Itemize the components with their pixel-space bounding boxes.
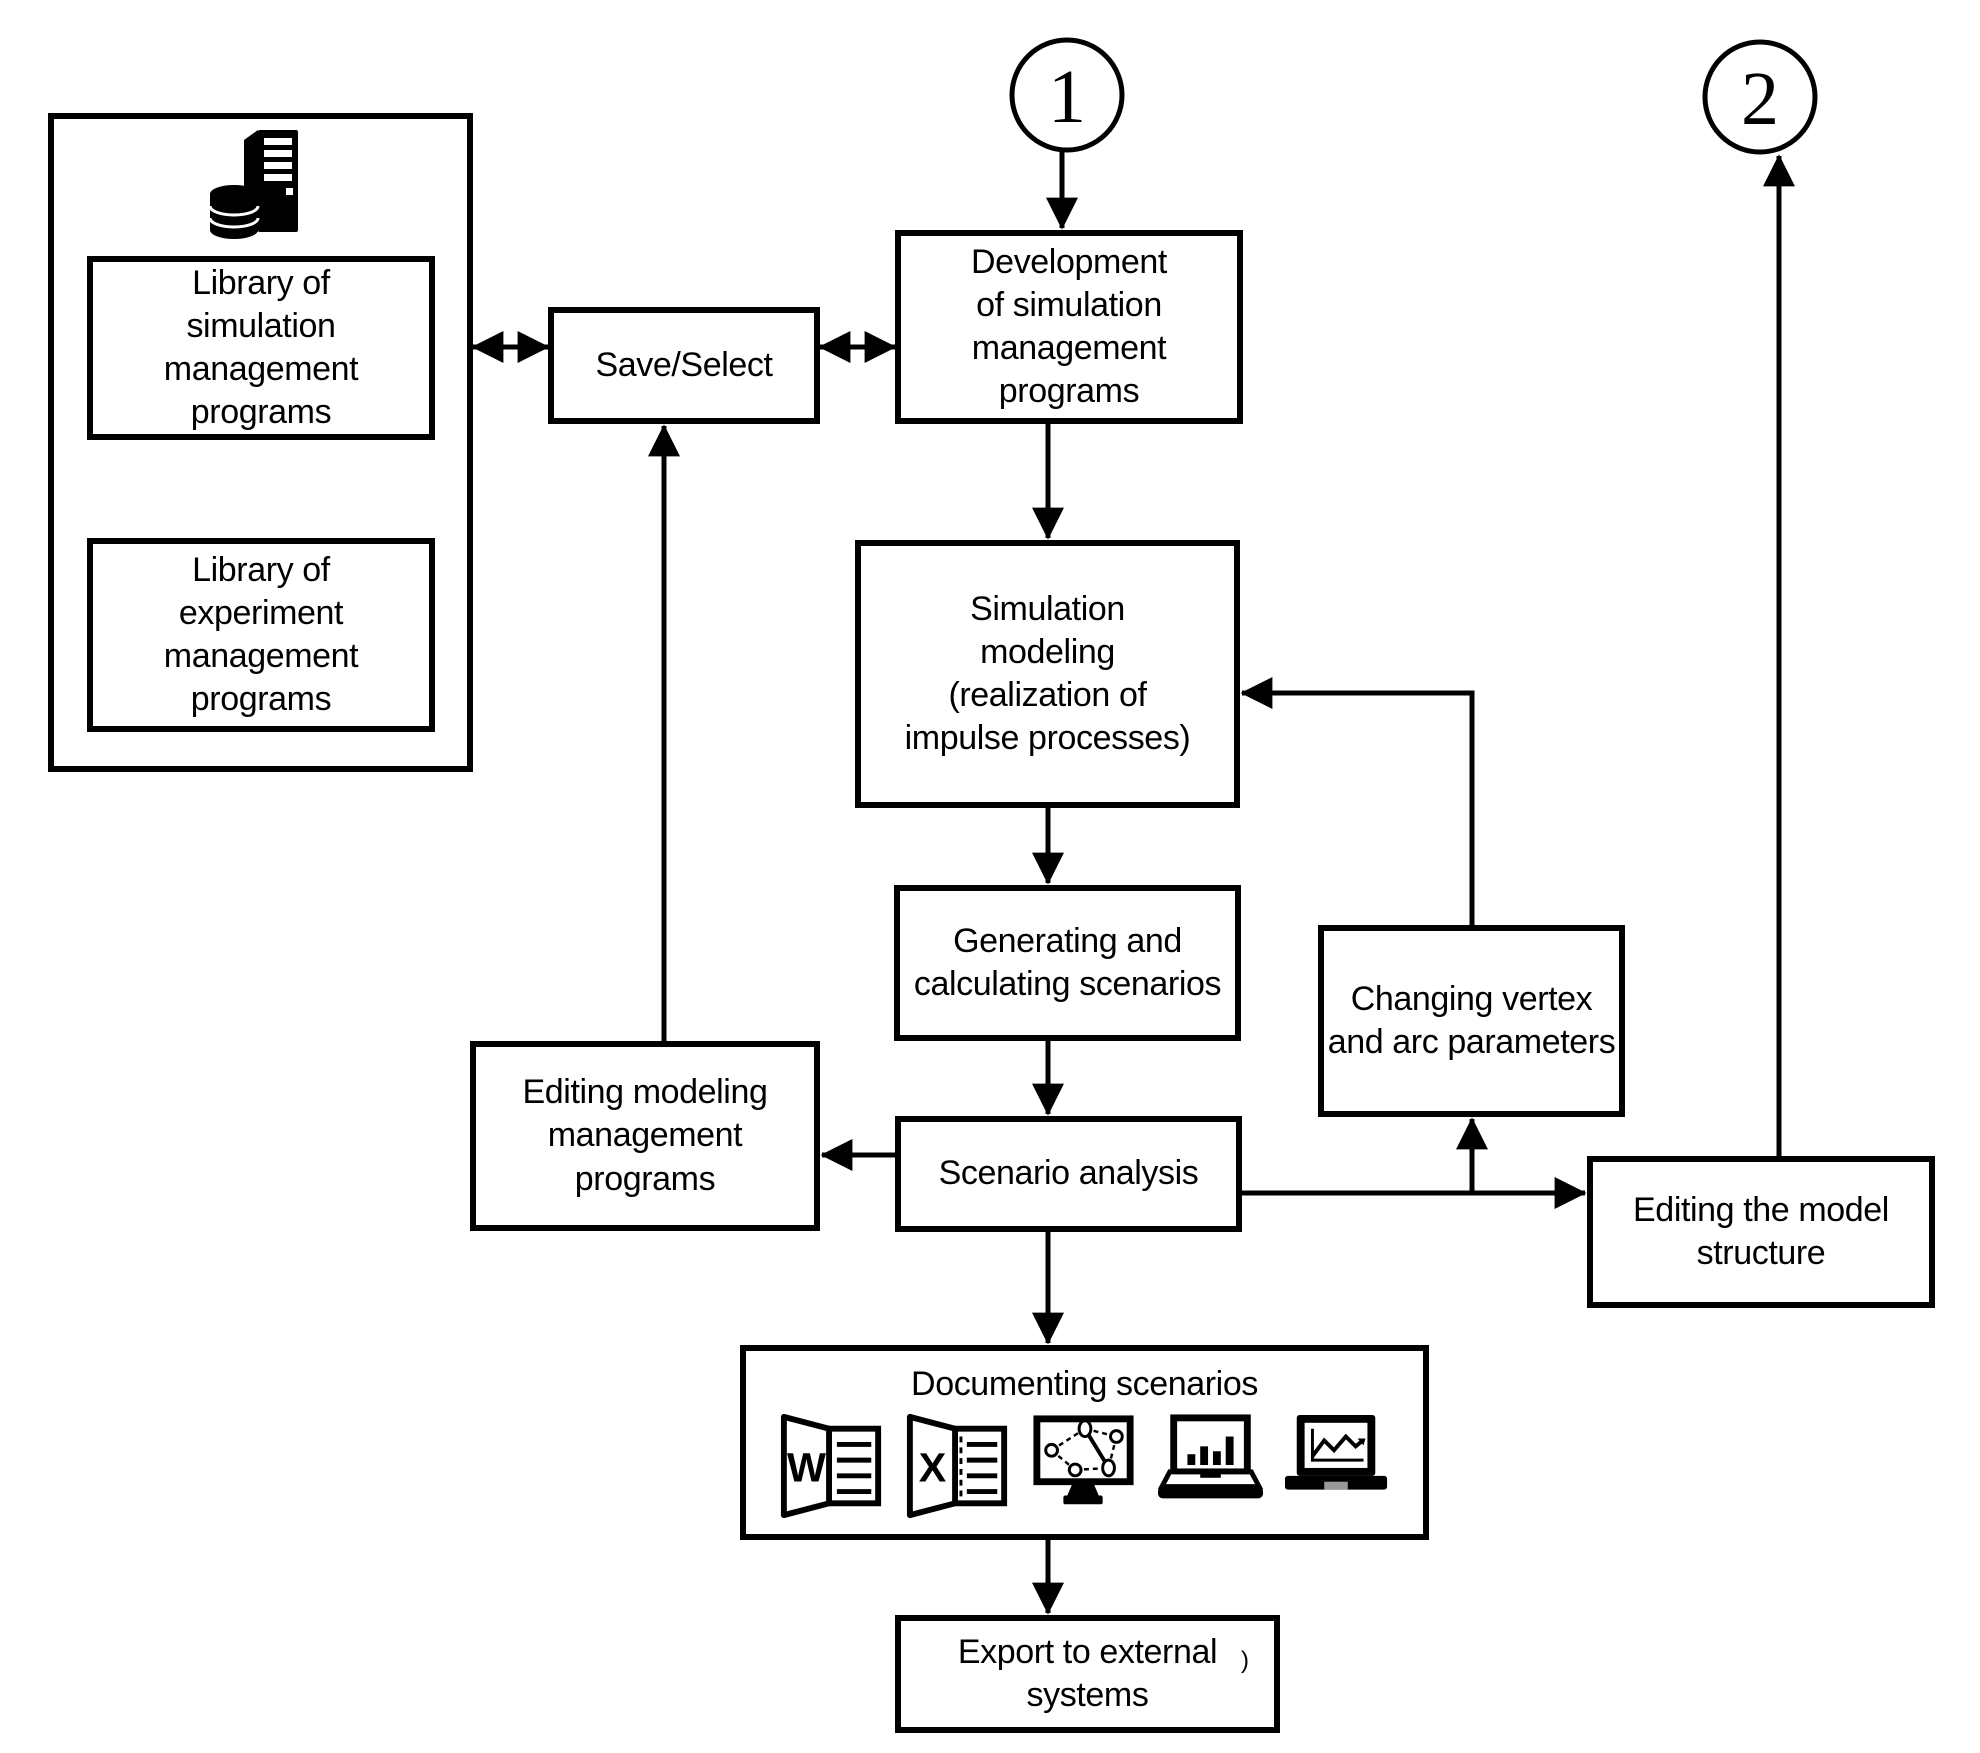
generating-scenarios-label: Generating and calculating scenarios [913,921,1222,1003]
export-label: Export to external systems [957,1632,1218,1714]
connector-circle-1-label: 1 [1048,55,1086,139]
export-box: Export to external systems ) [895,1615,1280,1733]
library-experiment-box: Library of experiment management program… [87,538,435,732]
connector-circle-1 [1009,37,1125,153]
generating-scenarios-box: Generating and calculating scenarios [894,885,1241,1041]
svg-text:W: W [787,1445,826,1491]
editing-structure-label: Editing the model structure [1633,1190,1889,1272]
save-select-box: Save/Select [548,307,820,424]
arrow-changingvertex-simulation [1240,676,1475,925]
documenting-scenarios-label: Documenting scenarios [911,1365,1258,1403]
connector-circle-2 [1702,39,1818,155]
network-diagram-monitor-icon [1033,1415,1135,1505]
editing-modeling-box: Editing modeling management programs [470,1041,820,1231]
development-label: Development of simulation management pro… [971,242,1167,411]
documenting-icon-row: W X [746,1414,1423,1518]
excel-file-icon: X [907,1414,1008,1518]
bar-chart-laptop-icon [1157,1414,1263,1499]
documenting-scenarios-box: Documenting scenarios W X [740,1345,1429,1540]
library-simulation-box: Library of simulation management program… [87,256,435,440]
scenario-analysis-box: Scenario analysis [895,1116,1242,1232]
svg-text:X: X [919,1445,947,1491]
library-experiment-label: Library of experiment management program… [163,550,359,719]
editing-structure-box: Editing the model structure [1587,1156,1935,1308]
connector-circle-2-label: 2 [1741,57,1779,141]
server-database-icon [208,130,298,239]
save-select-label: Save/Select [595,345,773,384]
editing-modeling-label: Editing modeling management programs [522,1073,768,1198]
development-box: Development of simulation management pro… [895,230,1243,424]
word-file-icon: W [781,1414,882,1518]
simulation-modeling-box: Simulation modeling (realization of impu… [855,540,1240,808]
changing-vertex-label: Changing vertex and arc parameters [1327,979,1616,1061]
library-simulation-label: Library of simulation management program… [163,263,359,432]
simulation-modeling-label: Simulation modeling (realization of impu… [904,589,1191,758]
line-chart-laptop-icon [1284,1414,1387,1490]
stray-mark: ) [1241,1647,1249,1674]
changing-vertex-box: Changing vertex and arc parameters [1318,925,1625,1117]
scenario-analysis-label: Scenario analysis [938,1154,1199,1193]
